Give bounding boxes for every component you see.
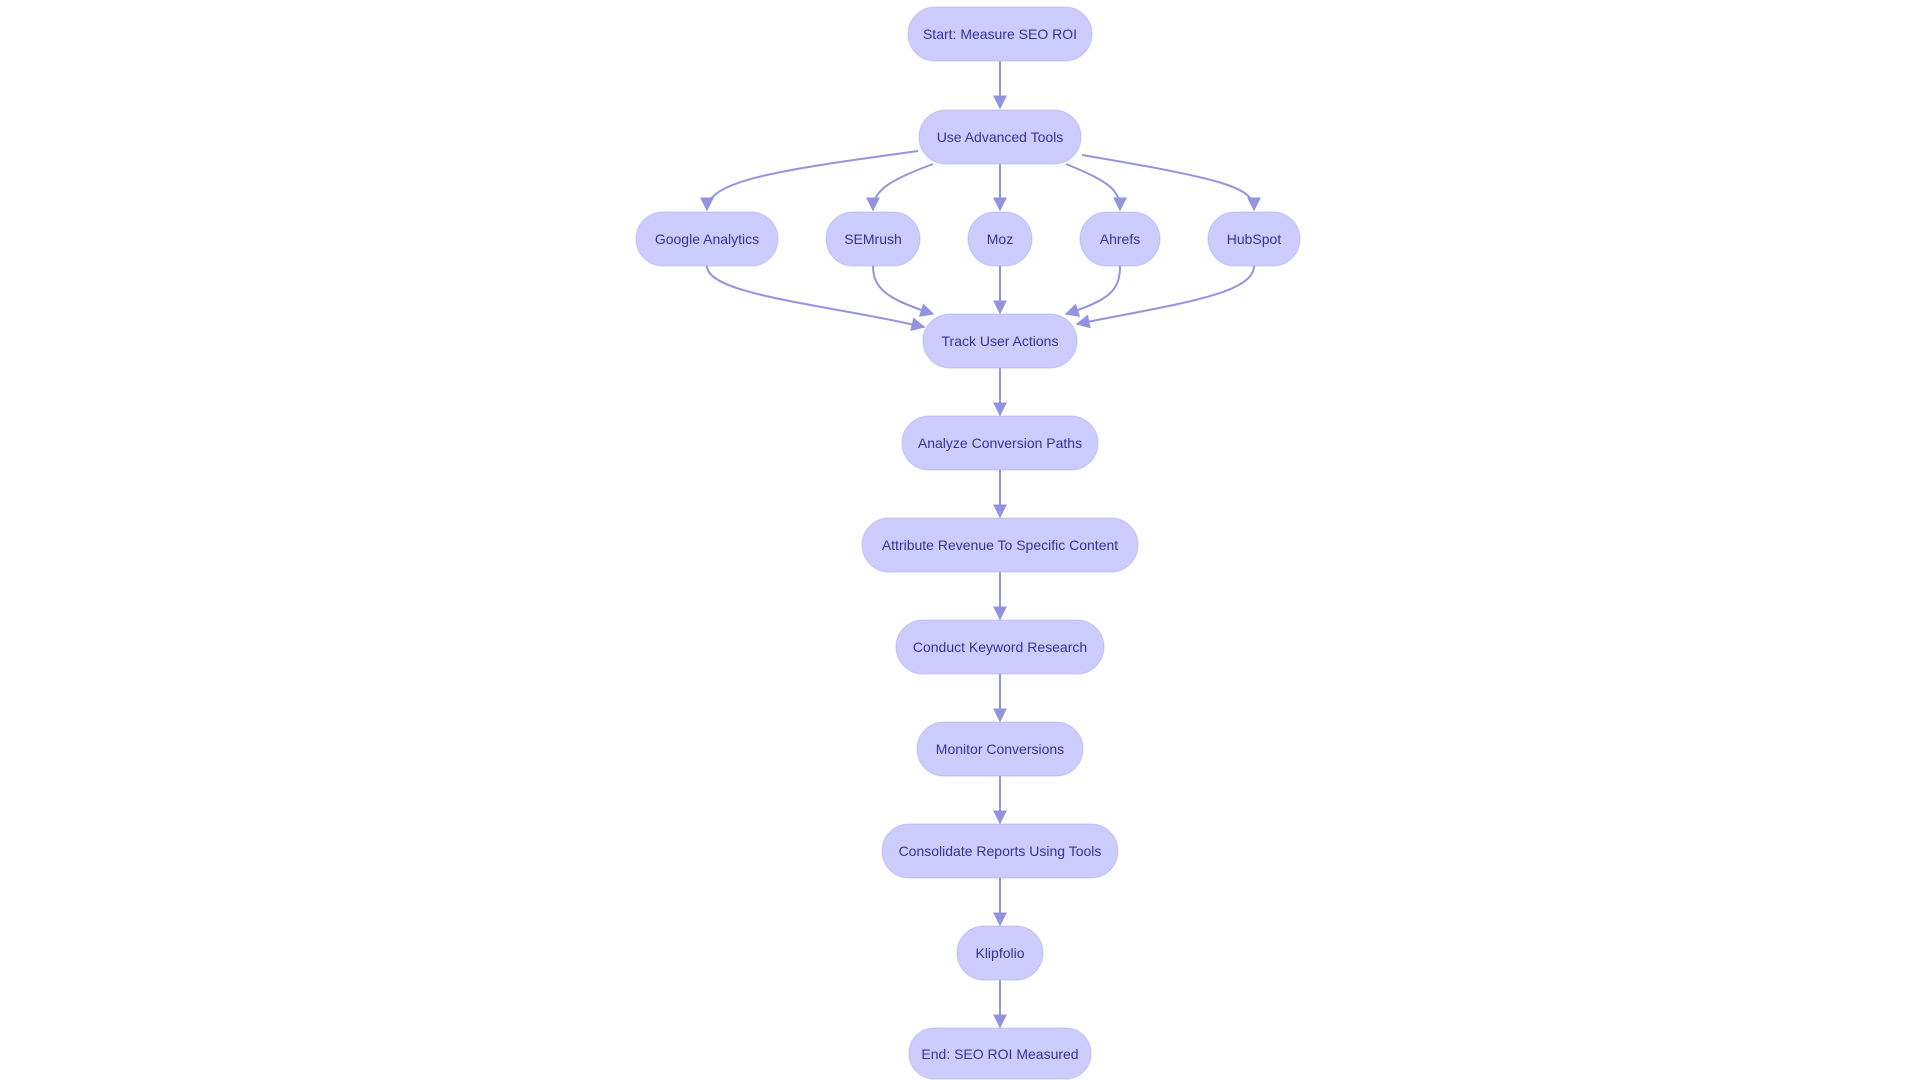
edge-ahrefs-to-track bbox=[1064, 265, 1121, 317]
node-start[interactable]: Start: Measure SEO ROI bbox=[907, 6, 1093, 62]
node-moz-label: Moz bbox=[987, 231, 1013, 247]
node-klipfolio[interactable]: Klipfolio bbox=[956, 925, 1044, 981]
node-ahrefs[interactable]: Ahrefs bbox=[1079, 211, 1161, 267]
node-use-advanced-tools-label: Use Advanced Tools bbox=[937, 129, 1064, 145]
node-conduct-keyword-research[interactable]: Conduct Keyword Research bbox=[895, 619, 1105, 675]
edge-tools-to-google-analytics bbox=[700, 150, 919, 212]
node-monitor-conversions-label: Monitor Conversions bbox=[936, 741, 1064, 757]
node-conduct-keyword-research-label: Conduct Keyword Research bbox=[913, 639, 1087, 655]
node-semrush[interactable]: SEMrush bbox=[825, 211, 921, 267]
node-use-advanced-tools[interactable]: Use Advanced Tools bbox=[918, 109, 1082, 165]
node-semrush-label: SEMrush bbox=[844, 231, 902, 247]
node-hubspot-label: HubSpot bbox=[1227, 231, 1282, 247]
node-consolidate-reports-label: Consolidate Reports Using Tools bbox=[899, 843, 1102, 859]
node-google-analytics[interactable]: Google Analytics bbox=[635, 211, 779, 267]
node-analyze-conversion-paths-label: Analyze Conversion Paths bbox=[918, 435, 1082, 451]
node-ahrefs-label: Ahrefs bbox=[1100, 231, 1140, 247]
edge-tools-to-ahrefs bbox=[1065, 163, 1127, 212]
node-end-label: End: SEO ROI Measured bbox=[921, 1046, 1078, 1062]
node-monitor-conversions[interactable]: Monitor Conversions bbox=[916, 721, 1084, 777]
edge-hubspot-to-track bbox=[1075, 265, 1255, 329]
node-track-user-actions[interactable]: Track User Actions bbox=[922, 313, 1078, 369]
node-end[interactable]: End: SEO ROI Measured bbox=[908, 1027, 1092, 1080]
node-analyze-conversion-paths[interactable]: Analyze Conversion Paths bbox=[901, 415, 1099, 471]
edges bbox=[700, 61, 1261, 1029]
node-track-user-actions-label: Track User Actions bbox=[942, 333, 1059, 349]
node-consolidate-reports[interactable]: Consolidate Reports Using Tools bbox=[881, 823, 1119, 879]
nodes: Start: Measure SEO ROI Use Advanced Tool… bbox=[635, 6, 1301, 1080]
node-start-label: Start: Measure SEO ROI bbox=[923, 26, 1077, 42]
edge-tools-to-hubspot bbox=[1081, 154, 1261, 212]
node-google-analytics-label: Google Analytics bbox=[655, 231, 759, 247]
node-attribute-revenue-label: Attribute Revenue To Specific Content bbox=[882, 537, 1118, 553]
node-attribute-revenue[interactable]: Attribute Revenue To Specific Content bbox=[861, 517, 1139, 573]
edge-tools-to-semrush bbox=[866, 163, 934, 212]
edge-google-analytics-to-track bbox=[706, 265, 926, 331]
edge-semrush-to-track bbox=[872, 265, 935, 317]
node-klipfolio-label: Klipfolio bbox=[975, 945, 1024, 961]
node-moz[interactable]: Moz bbox=[967, 211, 1033, 267]
node-hubspot[interactable]: HubSpot bbox=[1207, 211, 1301, 267]
